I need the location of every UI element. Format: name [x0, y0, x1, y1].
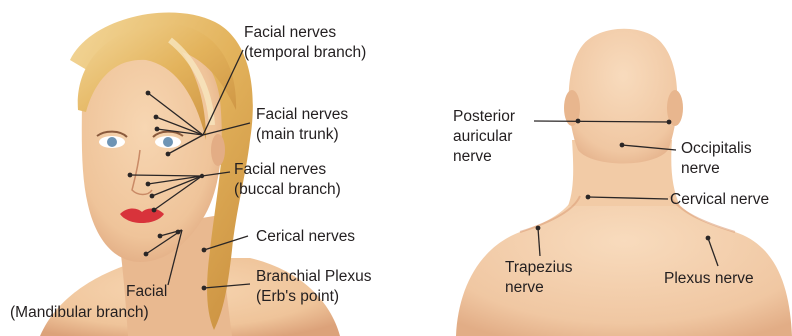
label-occipitalis: Occipitalis nerve	[681, 140, 756, 177]
label-main-trunk: Facial nerves (main trunk)	[256, 106, 353, 143]
label-cerical: Cerical nerves	[256, 228, 355, 245]
label-buccal: Facial nerves (buccal branch)	[234, 161, 341, 198]
label-temporal-line1: Facial nerves	[244, 24, 336, 41]
label-trapezius-line2: nerve	[505, 279, 544, 296]
label-posterior-line1: Posterior	[453, 108, 515, 125]
label-brachial-line2: (Erb's point)	[256, 288, 339, 305]
label-mandibular-line1: Facial	[126, 283, 167, 300]
label-cervical-nerve: Cervical nerve	[670, 191, 769, 208]
label-mandibular-line2: (Mandibular branch)	[10, 304, 149, 321]
label-posterior-line2: auricular	[453, 128, 512, 145]
label-posterior-auricular: Posterior auricular nerve	[453, 108, 519, 165]
label-main-trunk-line1: Facial nerves	[256, 106, 348, 123]
label-brachial-line1: Branchial Plexus	[256, 268, 372, 285]
label-main-trunk-line2: (main trunk)	[256, 126, 339, 143]
label-buccal-line1: Facial nerves	[234, 161, 326, 178]
label-plexus-nerve: Plexus nerve	[664, 270, 754, 287]
label-buccal-line2: (buccal branch)	[234, 181, 341, 198]
label-trapezius-line1: Trapezius	[505, 259, 573, 276]
face-ear	[211, 134, 225, 166]
label-temporal: Facial nerves (temporal branch)	[244, 24, 366, 61]
label-posterior-line3: nerve	[453, 148, 492, 165]
label-occipitalis-line2: nerve	[681, 160, 720, 177]
label-temporal-line2: (temporal branch)	[244, 44, 366, 61]
label-occipitalis-line1: Occipitalis	[681, 140, 752, 157]
